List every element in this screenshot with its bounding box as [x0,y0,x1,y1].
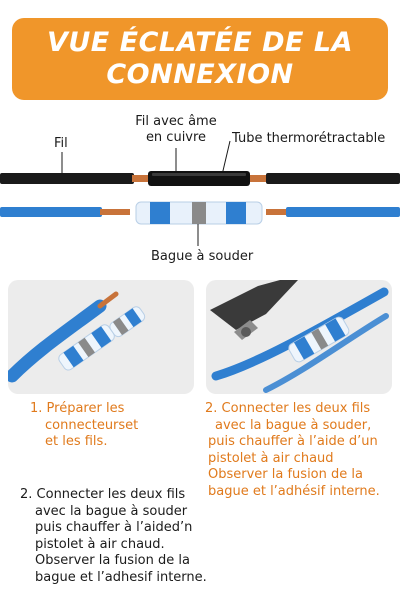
heating-illustration [210,280,389,393]
blue-copper-right [266,209,288,215]
tube-leader-line [221,140,231,176]
step-2o-line-1: 2. Connecter les deux fils [205,401,371,416]
connector-photo [58,324,115,371]
blue-wire-right [286,207,400,217]
label-heat-shrink-tube: Tube thermorétractable [232,131,386,146]
step-2o-line-6: bague et l’adhésif interne. [208,483,380,499]
black-wire-assembly [0,171,400,186]
label-wire: Fil [54,136,68,151]
step-2d-line-5: Observer la fusion de la [35,553,190,568]
blue-copper-left [100,209,130,215]
heat-gun-body [210,280,298,330]
step-2d-line-3: puis chauffer à l’aided’n [35,520,193,535]
label-solder-ring: Bague à souder [151,249,254,264]
photo-preparation [8,280,194,394]
title-banner: VUE ÉCLATÉE DE LA CONNEXION [12,18,388,100]
step-1-line-1: 1. Préparer les [30,401,125,416]
step-2d-line-2: avec la bague à souder [35,503,188,519]
step-2-connect-dark: 2. Connecter les deux fils avec la bague… [20,487,207,586]
preparation-illustration [8,291,146,383]
step-2o-line-5: Observer la fusion de la [208,467,363,482]
black-wire-right [266,173,400,184]
heat-gun-tip [241,327,251,337]
label-copper-line-1: Fil avec âme [135,114,217,129]
step-2d-line-1: 2. Connecter les deux fils [20,487,186,502]
step-2d-line-4: pistolet à air chaud. [35,536,165,552]
blue-wire-left [0,207,102,217]
black-wire-left [0,173,134,184]
connector-heating [288,316,350,363]
step-1-line-2: connecteurset [45,417,139,433]
sleeve-blue-band-right [226,202,246,224]
blue-wire-assembly [0,201,400,225]
step-2o-line-2: avec la bague à souder, [215,417,372,433]
label-copper-line-2: en cuivre [145,130,207,145]
step-1-line-3: et les fils. [45,434,108,449]
step-2-connect-orange: 2. Connecter les deux fils avec la bague… [205,401,380,500]
sleeve-blue-band-left [150,202,170,224]
step-2o-line-4: pistolet à air chaud [208,450,334,466]
step-2d-line-6: bague et l’adhesif interne. [35,569,207,585]
title-line-1: VUE ÉCLATÉE DE LA [46,27,353,58]
photo-heating [206,280,392,394]
title-line-2: CONNEXION [106,59,294,90]
blue-wire-photo [8,299,107,383]
tube-highlight [152,173,246,176]
label-copper-core: Fil avec âme en cuivre [128,114,224,146]
blue-wire-heating-2 [263,313,389,393]
copper-core-left [132,175,148,182]
connector-photo-2 [109,306,146,338]
copper-core-right [250,175,266,182]
step-1-prepare: 1. Préparer les connecteurset et les fil… [30,401,138,451]
copper-tip-photo [97,291,119,309]
blue-wire-heating [211,287,389,381]
solder-ring [192,202,206,224]
step-2o-line-3: puis chauffer à l’aide d’un [208,434,378,449]
